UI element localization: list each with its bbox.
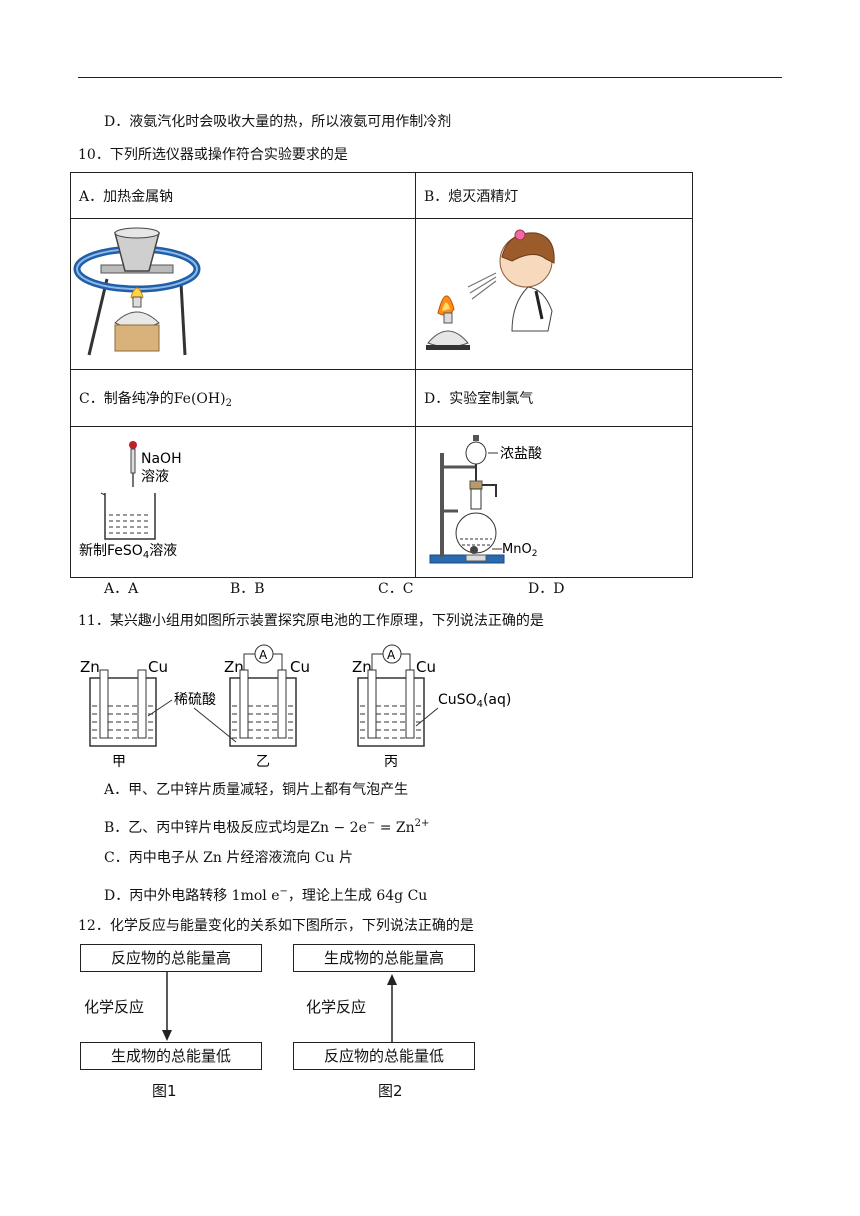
q10-cell-d-label: D．实验室制氯气 bbox=[415, 369, 693, 427]
q10-option-d: D．D bbox=[528, 581, 565, 597]
cell-bing-zn-label: Zn bbox=[352, 658, 372, 676]
energy-arrows bbox=[162, 972, 397, 1042]
cell-jia-zn-label: Zn bbox=[80, 658, 100, 676]
q10-cell-a-label: A．加热金属钠 bbox=[70, 172, 416, 219]
q9-option-d: D．液氨汽化时会吸收大量的热，所以液氨可用作制冷剂 bbox=[104, 114, 452, 130]
heating-sodium-illustration bbox=[73, 227, 201, 356]
mno2-label: MnO2 bbox=[502, 542, 537, 559]
cell-yi-label: 乙 bbox=[256, 754, 270, 770]
header-rule bbox=[78, 77, 782, 78]
q10-option-a: A．A bbox=[104, 581, 139, 597]
q10-figure-a bbox=[70, 218, 416, 370]
fig1-caption: 图1 bbox=[152, 1082, 177, 1100]
fig2-bottom-box: 反应物的总能量低 bbox=[293, 1042, 475, 1070]
cell-yi-cu-label: Cu bbox=[290, 658, 310, 676]
ammeter-yi-label: A bbox=[259, 648, 268, 662]
q10-figure-b bbox=[415, 218, 693, 370]
galvanic-cell-figure: Zn Cu 甲 稀硫酸 Zn Cu A 乙 Zn Cu A 丙 CuSO4(aq… bbox=[80, 644, 511, 770]
cell-jia-cu-label: Cu bbox=[148, 658, 168, 676]
fig1-top-box: 反应物的总能量高 bbox=[80, 944, 262, 972]
cell-bing-cu-label: Cu bbox=[416, 658, 436, 676]
extinguish-lamp-illustration bbox=[426, 229, 555, 350]
q12-stem: 12．化学反应与能量变化的关系如下图所示，下列说法正确的是 bbox=[78, 918, 474, 934]
naoh-label: NaOH bbox=[141, 451, 182, 467]
fig1-bottom-box: 生成物的总能量低 bbox=[80, 1042, 262, 1070]
q10-cell-c-formula: Fe(OH) bbox=[173, 390, 226, 407]
fig2-top-box: 生成物的总能量高 bbox=[293, 944, 475, 972]
fig1-reaction-label: 化学反应 bbox=[84, 998, 145, 1016]
q10-figure-d: 浓盐酸 MnO2 bbox=[415, 426, 693, 578]
fig2-caption: 图2 bbox=[378, 1082, 403, 1100]
q10-stem: 10．下列所选仪器或操作符合实验要求的是 bbox=[78, 147, 348, 163]
cell-bing-label: 丙 bbox=[384, 754, 398, 770]
dilute-sulfuric-acid-label: 稀硫酸 bbox=[174, 692, 216, 708]
q10-cell-c-label: C．制备纯净的Fe(OH)2 bbox=[70, 369, 416, 427]
cell-jia-label: 甲 bbox=[112, 754, 126, 770]
q10-option-b: B．B bbox=[230, 581, 265, 597]
conc-hcl-label: 浓盐酸 bbox=[500, 446, 542, 462]
fe-oh2-prep-illustration: NaOH 溶液 新制FeSO4溶液 bbox=[79, 441, 182, 561]
q11-stem: 11．某兴趣小组用如图所示装置探究原电池的工作原理，下列说法正确的是 bbox=[78, 613, 544, 629]
q11-option-a: A．甲、乙中锌片质量减轻，铜片上都有气泡产生 bbox=[104, 782, 409, 798]
cell-yi-zn-label: Zn bbox=[224, 658, 244, 676]
q10-cell-c-prefix: C．制备纯净的 bbox=[79, 390, 174, 407]
q10-table: A．加热金属钠 B．熄灭酒精灯 bbox=[70, 172, 693, 578]
ammeter-bing-label: A bbox=[387, 648, 396, 662]
fig2-reaction-label: 化学反应 bbox=[306, 998, 367, 1016]
q10-cell-c-sub: 2 bbox=[225, 397, 232, 409]
q11-option-b: B．乙、丙中锌片电极反应式均是Zn − 2e− = Zn2+ bbox=[104, 818, 430, 836]
feso4-label: 新制FeSO4溶液 bbox=[79, 543, 177, 561]
naoh-solution-label: 溶液 bbox=[141, 469, 169, 485]
q10-cell-b-label: B．熄灭酒精灯 bbox=[415, 172, 693, 219]
q10-figure-c: NaOH 溶液 新制FeSO4溶液 bbox=[70, 426, 416, 578]
chlorine-prep-illustration: 浓盐酸 MnO2 bbox=[429, 435, 542, 564]
q11-option-d: D．丙中外电路转移 1mol e−，理论上生成 64g Cu bbox=[104, 886, 428, 904]
q11-option-c: C．丙中电子从 Zn 片经溶液流向 Cu 片 bbox=[104, 850, 353, 866]
q10-option-c: C．C bbox=[378, 581, 414, 597]
cuso4-label: CuSO4(aq) bbox=[438, 692, 511, 710]
